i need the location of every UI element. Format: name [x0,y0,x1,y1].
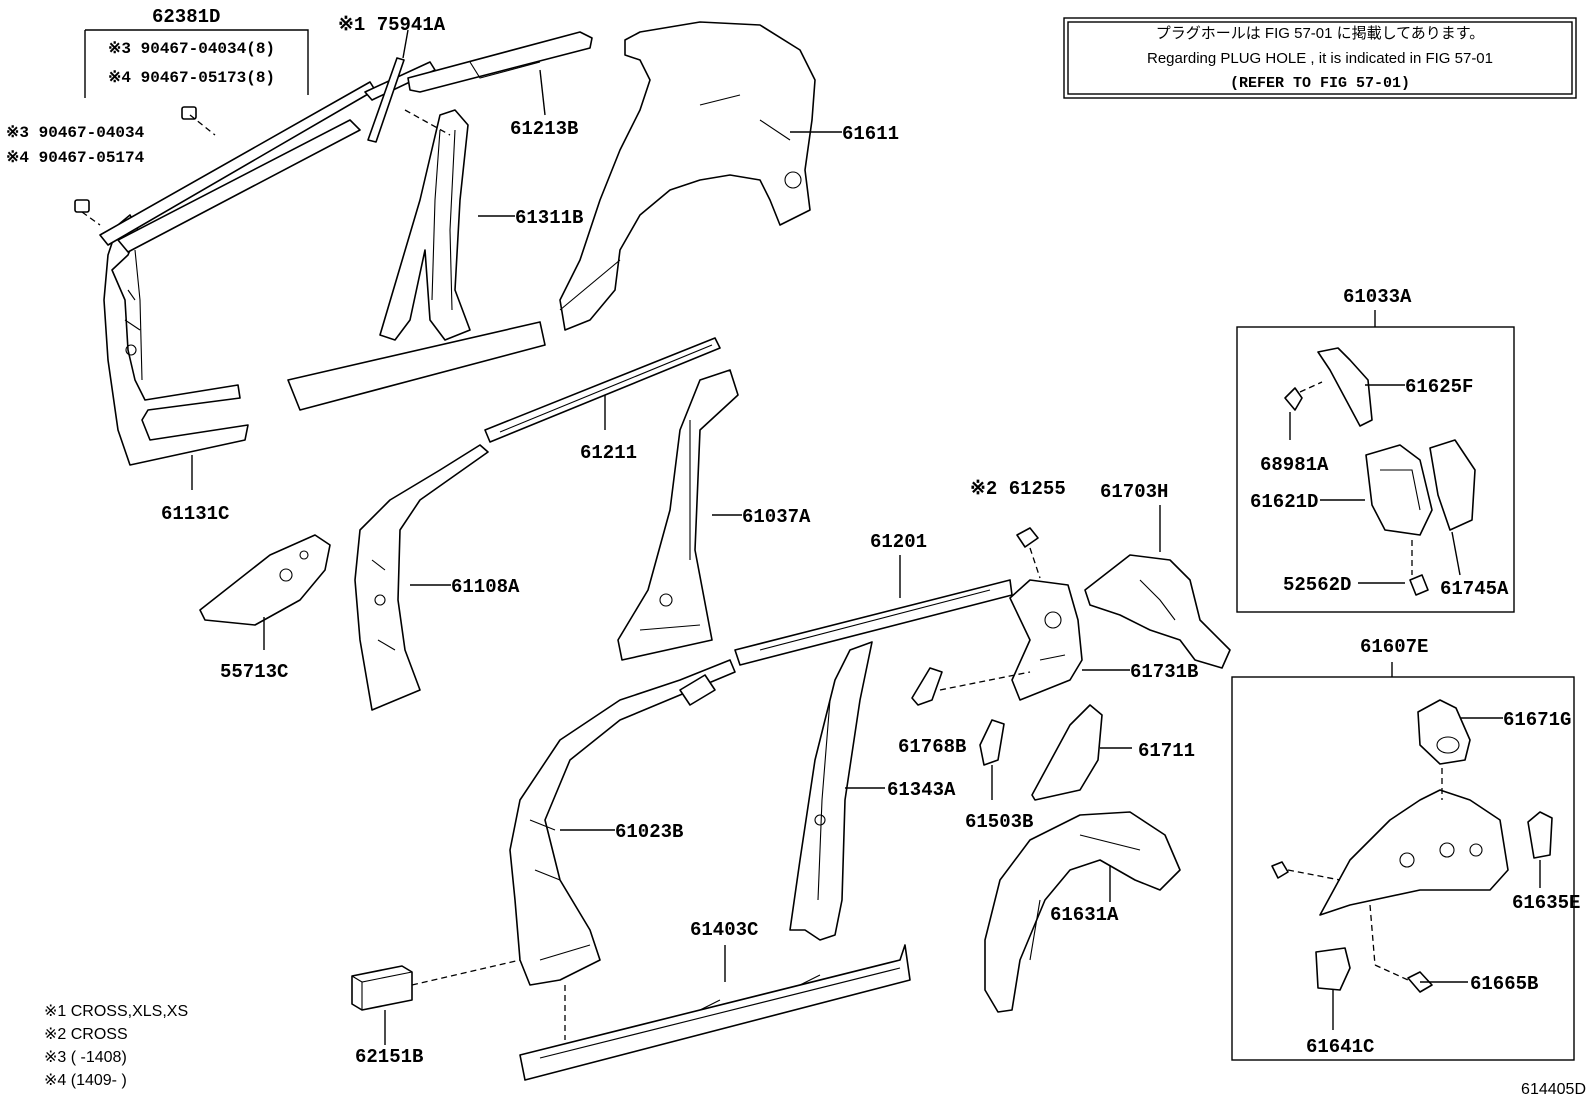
footnote-2: ※2 CROSS [44,1026,128,1043]
notice-line-2: Regarding PLUG HOLE , it is indicated in… [1147,50,1493,67]
group-box-61607E [1231,676,1575,1061]
label-61211: 61211 [580,442,637,464]
label-61201: 61201 [870,531,927,553]
label-61745A: 61745A [1440,578,1509,600]
footnotes: ※1 CROSS,XLS,XS ※2 CROSS ※3 ( -1408) ※4 … [44,1003,188,1089]
label-55713C: 55713C [220,661,288,683]
label-61768B: 61768B [898,736,966,758]
part-61131C[interactable] [99,81,376,466]
part-61768B[interactable] [911,667,943,706]
label-61621D: 61621D [1250,491,1318,513]
label-61671G: 61671G [1503,709,1571,731]
part-61671G[interactable] [1417,699,1471,765]
part-61108A[interactable] [354,444,489,711]
part-61703H[interactable] [1084,554,1231,669]
part-61631A[interactable] [984,811,1181,1013]
label-62381D: 62381D [152,6,220,28]
label-61625F: 61625F [1405,376,1473,398]
part-61621D-inner[interactable] [1319,789,1509,916]
part-61731B[interactable] [1009,579,1083,701]
part-61621D[interactable] [1365,444,1433,536]
part-61403C[interactable] [519,944,911,1081]
label-61631A: 61631A [1050,904,1119,926]
label-61311B: 61311B [515,207,583,229]
assembly-lines [81,109,1443,1040]
figure-id: 614405D [1521,1081,1586,1098]
part-55713C[interactable] [199,534,331,626]
label-61607E: 61607E [1360,636,1428,658]
label-clip-4b: ※4 90467-05174 [6,149,145,167]
label-61108A: 61108A [451,576,520,598]
part-61625F[interactable] [1317,347,1373,427]
part-labels: 62381D ※1 75941A 61213B 61611 ※3 90467-0… [6,6,1580,1068]
part-61641C[interactable] [1315,947,1351,991]
part-61343A[interactable] [789,641,873,941]
label-52562D: 52562D [1283,574,1351,596]
label-61131C: 61131C [161,503,229,525]
notice-box: プラグホールは FIG 57-01 に掲載してあります。 Regarding P… [1063,17,1577,99]
label-61635E: 61635E [1512,892,1580,914]
part-61213B[interactable] [407,31,593,93]
part-61503B[interactable] [979,719,1005,766]
label-61665B: 61665B [1470,973,1538,995]
part-52562D[interactable] [1409,574,1429,596]
label-61033A: 61033A [1343,286,1412,308]
part-clip-61607E[interactable] [1271,861,1289,879]
label-61731B: 61731B [1130,661,1198,683]
label-61611: 61611 [842,123,899,145]
notice-line-1: プラグホールは FIG 57-01 に掲載してあります。 [1156,25,1484,42]
label-61213B: 61213B [510,118,578,140]
label-61641C: 61641C [1306,1036,1374,1058]
part-61635E[interactable] [1527,811,1553,859]
footnote-1: ※1 CROSS,XLS,XS [44,1003,188,1020]
part-61311B[interactable] [287,109,546,411]
part-75941A[interactable] [367,57,405,143]
footnote-3: ※3 ( -1408) [44,1049,127,1066]
label-61503B: 61503B [965,811,1033,833]
label-clip-3a: ※3 90467-04034(8) [108,40,275,58]
label-61255: ※2 61255 [970,478,1066,500]
part-61211[interactable] [484,337,721,443]
label-61023B: 61023B [615,821,683,843]
label-68981A: 68981A [1260,454,1329,476]
part-61711[interactable] [1031,704,1103,801]
part-61201[interactable] [734,579,1013,666]
part-61745A[interactable] [1429,439,1476,531]
notice-line-3: (REFER TO FIG 57-01) [1230,75,1410,92]
label-61403C: 61403C [690,919,758,941]
label-75941A: ※1 75941A [338,14,446,36]
footnote-4: ※4 (1409- ) [44,1072,127,1089]
part-68981A[interactable] [1284,387,1303,411]
label-61343A: 61343A [887,779,956,801]
part-62151B[interactable] [351,965,413,1011]
label-61037A: 61037A [742,506,811,528]
label-clip-4a: ※4 90467-05173(8) [108,69,275,87]
label-62151B: 62151B [355,1046,423,1068]
part-61255[interactable] [1016,527,1039,548]
label-clip-3b: ※3 90467-04034 [6,124,145,142]
part-61037A[interactable] [617,369,739,661]
label-61703H: 61703H [1100,481,1168,503]
part-61611[interactable] [559,21,816,331]
label-61711: 61711 [1138,740,1195,762]
leader-lines [84,29,1541,1045]
